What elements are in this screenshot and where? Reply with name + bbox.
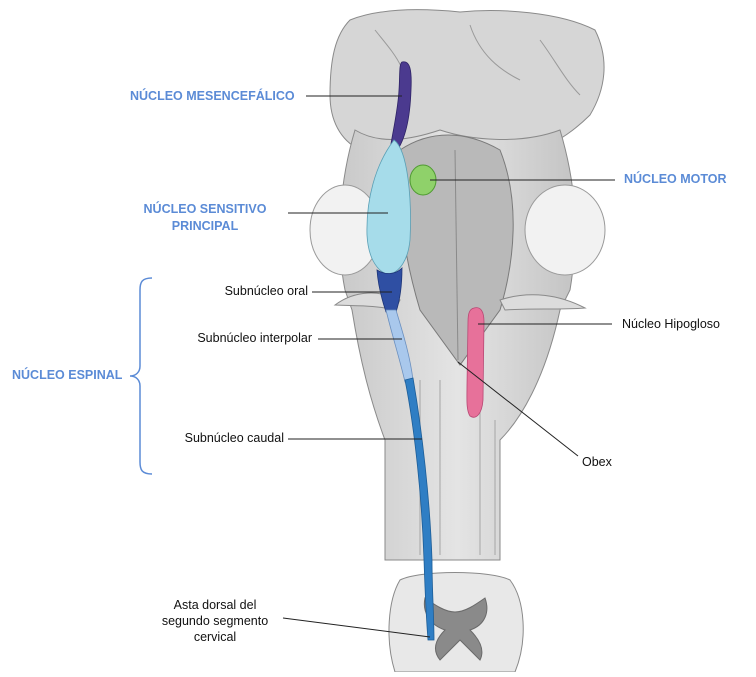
- espinal-bracket: [129, 277, 153, 475]
- label-obex: Obex: [582, 455, 612, 469]
- median-sulcus: [454, 149, 459, 361]
- label-motor: NÚCLEO MOTOR: [624, 172, 727, 186]
- label-asta-1: Asta dorsal del: [173, 598, 257, 612]
- label-sub-interpolar: Subnúcleo interpolar: [197, 331, 312, 345]
- midbrain-shape: [329, 9, 605, 151]
- spinal-gray-matter: [423, 597, 488, 661]
- label-asta-3: cervical: [193, 630, 237, 644]
- label-sub-caudal: Subnúcleo caudal: [184, 431, 284, 445]
- label-sensitivo-1: NÚCLEO SENSITIVO: [143, 202, 267, 216]
- hypoglossal-nucleus: [466, 307, 485, 418]
- label-asta-2: segundo segmento: [161, 614, 269, 628]
- oral-subnucleus: [376, 267, 403, 313]
- leader-obex: [457, 361, 579, 457]
- lateral-recess-right: [499, 294, 587, 311]
- label-mesencefalico: NÚCLEO MESENCEFÁLICO: [130, 89, 295, 103]
- leader-asta: [282, 617, 431, 638]
- label-hipogloso: Núcleo Hipogloso: [622, 317, 720, 331]
- label-sub-oral: Subnúcleo oral: [224, 284, 308, 298]
- right-peduncle-stump: [524, 184, 606, 276]
- label-sensitivo-2: PRINCIPAL: [171, 219, 239, 233]
- label-espinal: NÚCLEO ESPINAL: [12, 368, 123, 382]
- caudal-subnucleus: [404, 377, 435, 641]
